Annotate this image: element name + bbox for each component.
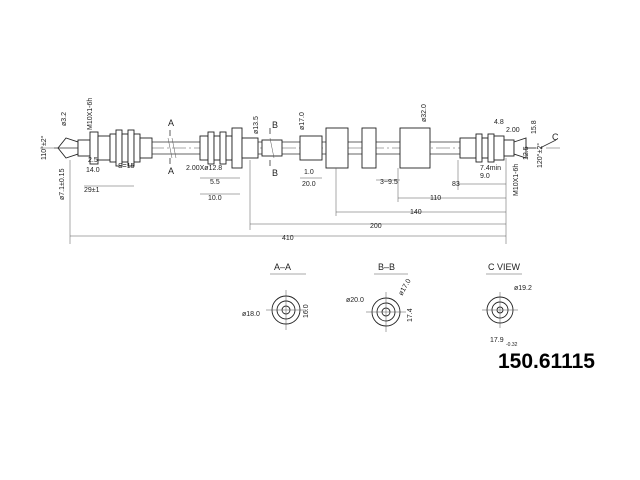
dim-10: 10.0	[208, 195, 222, 202]
grommet-4	[399, 127, 431, 169]
dimension-lines	[69, 158, 507, 244]
dim-2-00: 2.00	[506, 127, 520, 134]
dim-right-thread: M10X1-6h	[513, 164, 520, 196]
dim-12-5: 12.5	[523, 146, 530, 160]
dim-left-dia: ø3.2	[61, 112, 68, 126]
svg-text:ø20.0: ø20.0	[346, 297, 364, 304]
svg-text:B: B	[272, 168, 278, 178]
dim-83: 83	[452, 181, 460, 188]
dim-left-thread: M10X1-6h	[87, 98, 94, 130]
svg-text:16.0: 16.0	[303, 304, 310, 318]
middle-crimp-fitting	[199, 127, 259, 169]
hose-section-1	[152, 137, 200, 159]
svg-text:ø19.2: ø19.2	[514, 285, 532, 292]
view-marker-c: C	[539, 132, 559, 149]
dim-32: ø32.0	[421, 104, 428, 122]
section-aa: A–A ø18.0 16.0	[242, 262, 310, 330]
dim-410: 410	[282, 235, 294, 242]
dim-5-5: 5.5	[210, 179, 220, 186]
left-hex-fitting	[109, 129, 153, 167]
left-tube-end	[54, 131, 111, 165]
dim-2-5: 2.5	[88, 157, 98, 164]
svg-text:17.9: 17.9	[490, 337, 504, 344]
grommet-2	[325, 127, 349, 169]
svg-text:-0.32: -0.32	[506, 342, 518, 348]
dim-7-4: 7.4min	[480, 165, 501, 172]
dim-200: 200	[370, 223, 382, 230]
cut-marker-a: A A	[168, 118, 174, 176]
dim-hose: 2.00Xø12.8	[186, 165, 222, 172]
svg-text:17.4: 17.4	[407, 308, 414, 322]
dim-140: 140	[410, 209, 422, 216]
dim-1-0: 1.0	[304, 169, 314, 176]
dim-20: 20.0	[302, 181, 316, 188]
dim-14: 14.0	[86, 167, 100, 174]
dim-110: 110	[430, 195, 441, 202]
section-bb: B–B ø20.0 ø17.0 17.4	[346, 262, 414, 332]
grommet-1	[299, 135, 323, 161]
dim-4-8: 4.8	[494, 119, 504, 126]
grommet-3	[361, 127, 377, 169]
dim-13-5: ø13.5	[253, 116, 260, 134]
svg-text:ø18.0: ø18.0	[242, 311, 260, 318]
svg-text:C VIEW: C VIEW	[488, 262, 521, 272]
svg-text:A: A	[168, 118, 174, 128]
section-c-view: C VIEW ø19.2 17.9 -0.32	[482, 262, 532, 348]
svg-text:B–B: B–B	[378, 262, 395, 272]
dim-s15: S=15	[118, 163, 135, 170]
cut-marker-b: B B	[269, 120, 278, 178]
right-fitting	[459, 133, 536, 163]
part-number: 150.61115	[498, 350, 595, 373]
dim-15-8: 15.8	[531, 120, 538, 134]
svg-text:C: C	[552, 132, 559, 142]
dim-9-0: 9.0	[480, 173, 490, 180]
dim-right-angle: 120°±2°	[536, 143, 544, 168]
dim-3-9-5: 3~9.5	[380, 179, 398, 186]
svg-text:ø17.0: ø17.0	[398, 278, 413, 297]
svg-text:A: A	[168, 166, 174, 176]
dim-17: ø17.0	[299, 112, 306, 130]
svg-text:B: B	[272, 120, 278, 130]
dim-left-angle: 110°±2°	[40, 135, 48, 160]
dim-29: 29±1	[84, 187, 100, 194]
dim-left-tube: ø7.1±0.15	[59, 168, 66, 200]
svg-text:A–A: A–A	[274, 262, 291, 272]
